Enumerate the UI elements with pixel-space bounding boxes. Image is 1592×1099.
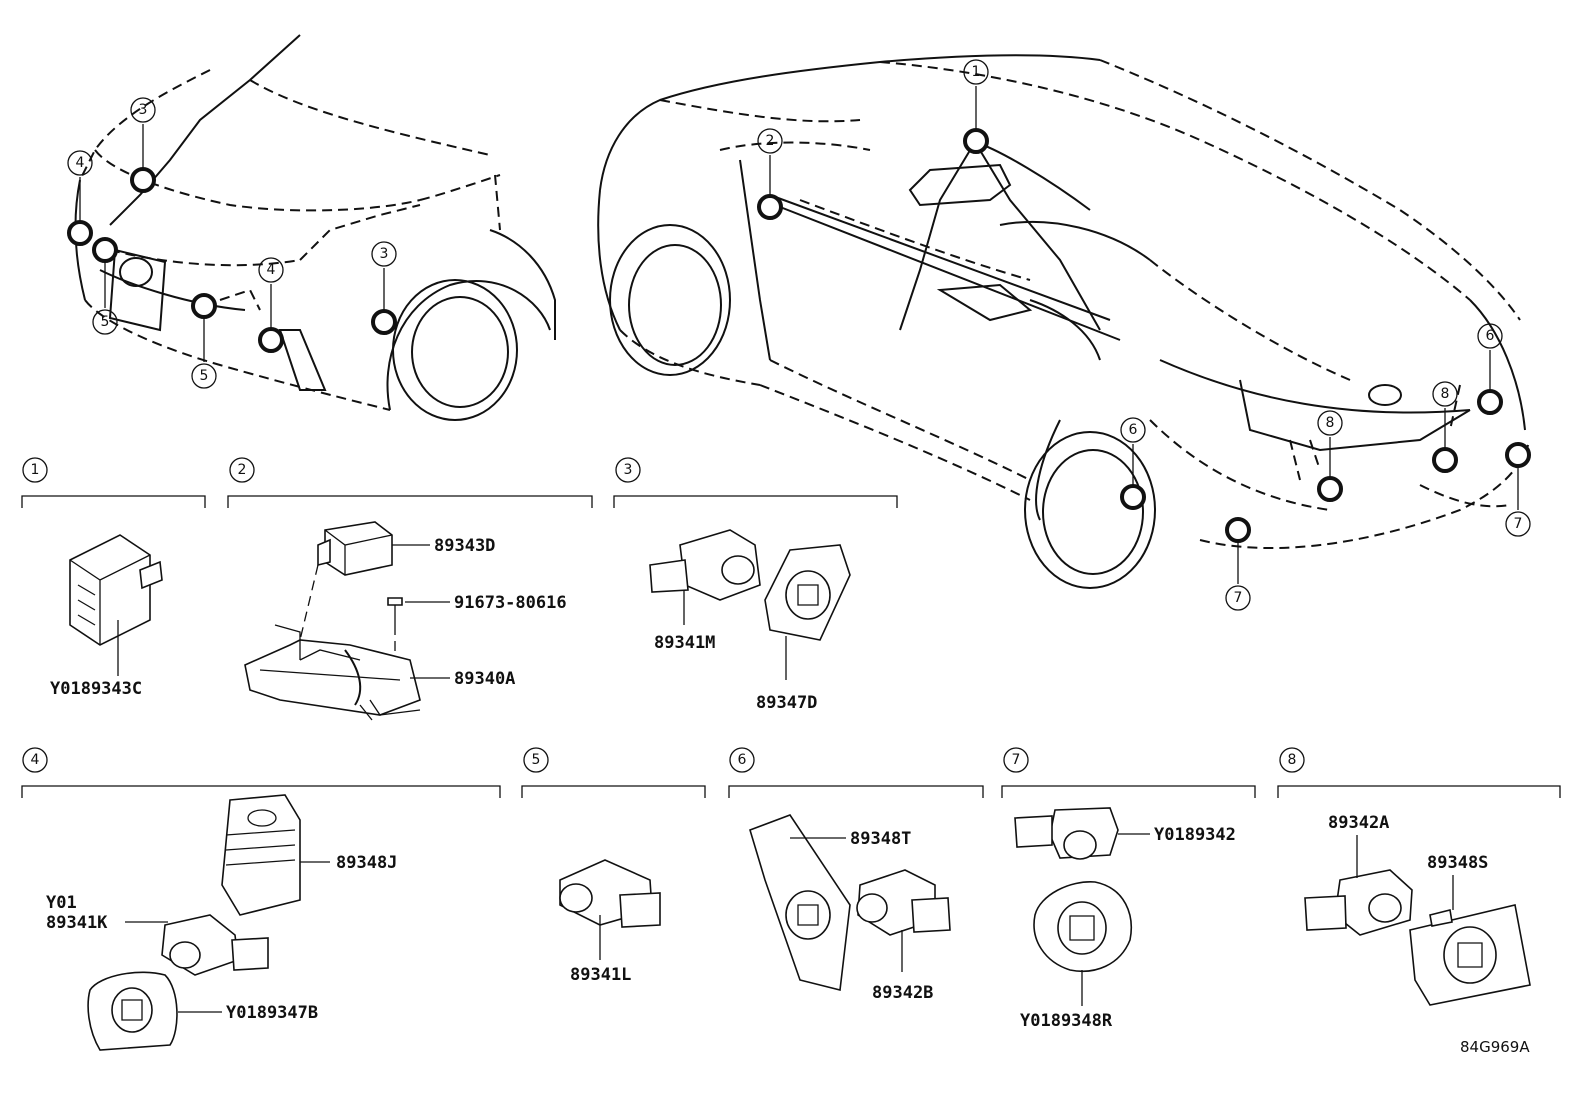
part-89342B: 89342B [872, 983, 933, 1003]
section-5-number: 5 [532, 752, 541, 768]
part-89348T: 89348T [850, 829, 911, 849]
part-91673-80616: 91673-80616 [454, 593, 567, 613]
part-Y01: Y01 [46, 893, 77, 913]
front-vehicle-view [74, 34, 556, 421]
front-sensor-markers [67, 167, 397, 353]
part-89347D: 89347D [756, 693, 817, 713]
part-89341L: 89341L [570, 965, 631, 985]
part-Y0189347B: Y0189347B [226, 1003, 318, 1023]
callout-7b: 7 [1514, 516, 1523, 532]
callout-5a: 5 [101, 314, 110, 330]
section-2-number: 2 [238, 462, 247, 478]
callout-8b: 8 [1441, 386, 1450, 402]
part-89348J: 89348J [336, 853, 397, 873]
section-8-parts [1304, 835, 1531, 1006]
part-89348S: 89348S [1427, 853, 1488, 873]
section-6-parts [749, 814, 951, 991]
section-3-number: 3 [624, 462, 633, 478]
callout-5b: 5 [200, 368, 209, 384]
section-4-number: 4 [31, 752, 40, 768]
section-1-number: 1 [31, 462, 40, 478]
callout-3b: 3 [380, 246, 389, 262]
section-4-parts [87, 794, 330, 1051]
section-7-parts [1014, 807, 1150, 1006]
rear-callouts: 1 2 6 7 8 8 6 7 [757, 59, 1531, 611]
part-Y0189342: Y0189342 [1154, 825, 1236, 845]
part-89340A: 89340A [454, 669, 515, 689]
part-Y0189348R: Y0189348R [1020, 1011, 1113, 1031]
callout-6b: 6 [1486, 328, 1495, 344]
part-89343D: 89343D [434, 536, 495, 556]
part-89341M: 89341M [654, 633, 715, 653]
callout-3a: 3 [139, 102, 148, 118]
callout-2: 2 [766, 133, 775, 149]
section-5-part [559, 859, 661, 960]
front-callouts: 3 4 5 5 4 3 [67, 97, 397, 389]
rear-sensor-markers [757, 128, 1531, 543]
rear-wiring [769, 141, 1121, 341]
callout-8a: 8 [1326, 415, 1335, 431]
section-3-parts [649, 529, 851, 680]
callout-6a: 6 [1129, 422, 1138, 438]
part-89341K: 89341K [46, 913, 108, 933]
section-7-number: 7 [1012, 752, 1021, 768]
section-headers: 1 2 3 4 5 6 7 8 [21, 457, 1561, 798]
section-1-part-ecu [69, 534, 163, 676]
diagram-code: 84G969A [1460, 1038, 1530, 1056]
section-6-number: 6 [738, 752, 747, 768]
part-89342A: 89342A [1328, 813, 1389, 833]
callout-4a: 4 [76, 155, 85, 171]
part-Y0189343C: Y0189343C [50, 679, 142, 699]
callout-1: 1 [972, 64, 981, 80]
callout-7a: 7 [1234, 590, 1243, 606]
callout-4b: 4 [267, 262, 276, 278]
rear-vehicle-view [597, 54, 1531, 589]
section-2-parts [244, 521, 450, 721]
section-8-number: 8 [1288, 752, 1297, 768]
